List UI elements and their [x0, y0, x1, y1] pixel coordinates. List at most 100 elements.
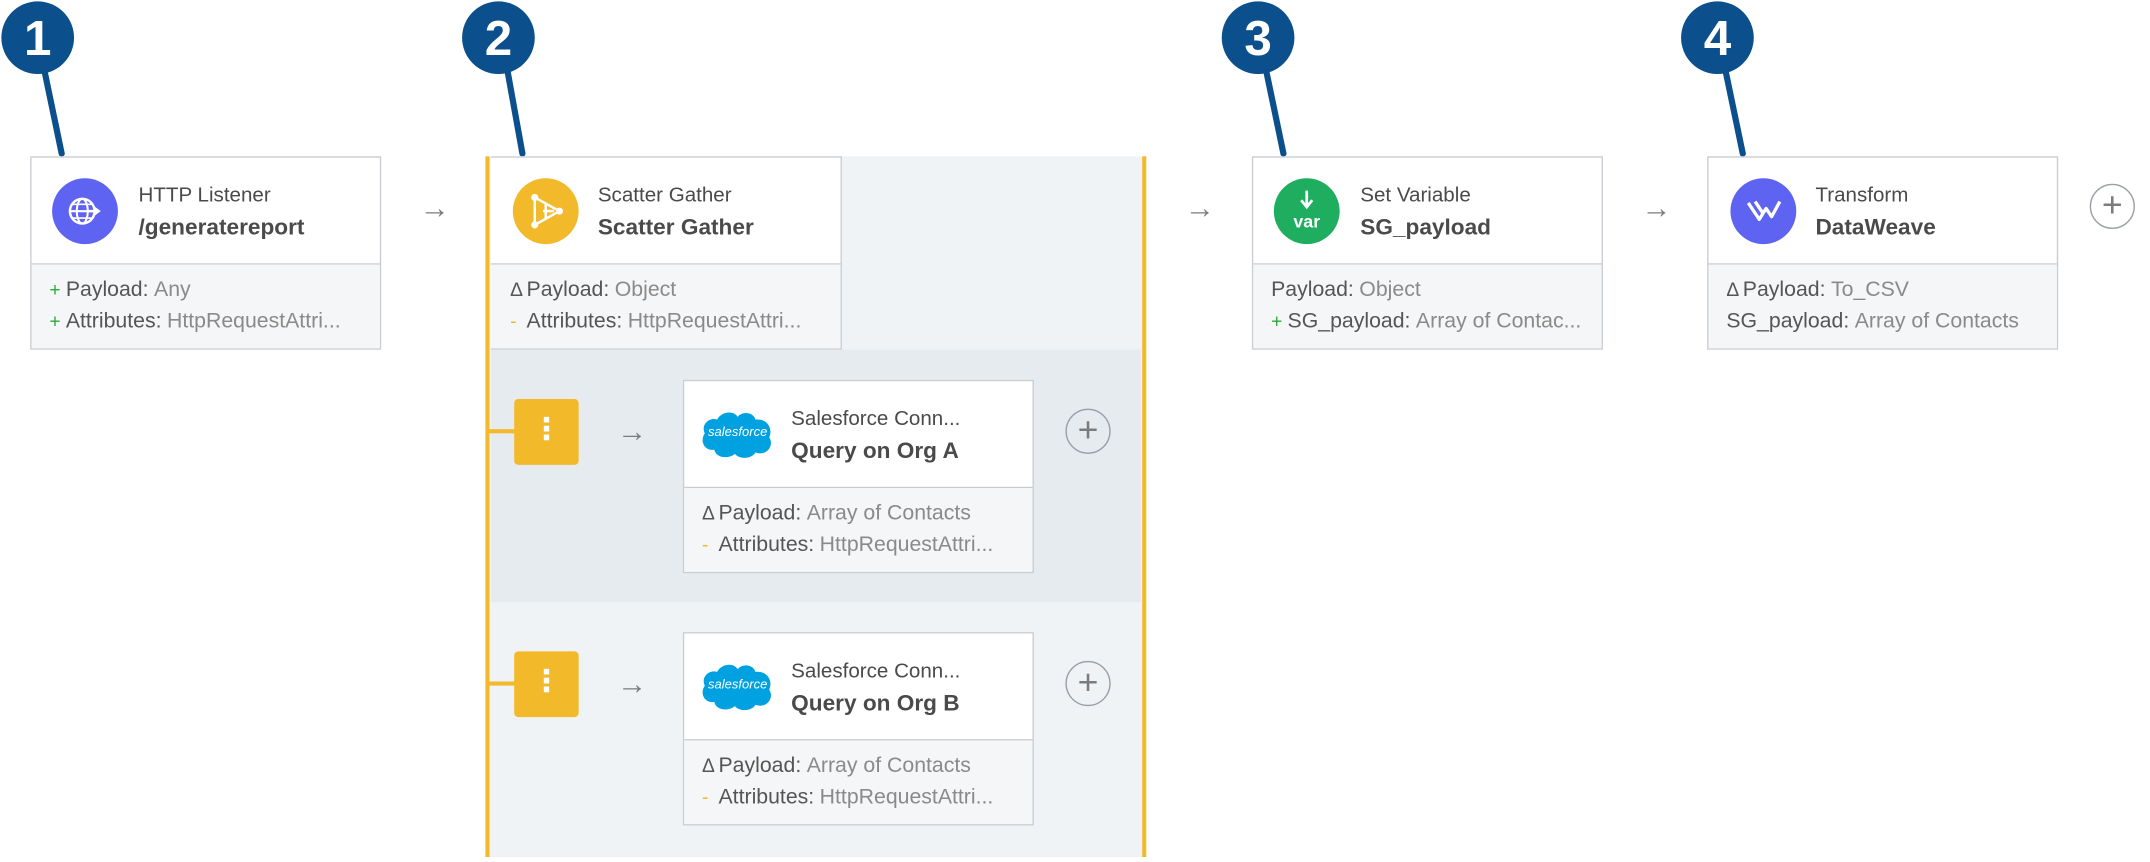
- metadata-value: HttpRequestAttri...: [819, 533, 994, 557]
- metadata-row: +Attributes:HttpRequestAttri...: [49, 310, 378, 342]
- scope-border-left: [485, 156, 490, 858]
- metadata-value: Array of Contacts: [806, 501, 971, 526]
- globe-icon: [52, 178, 118, 245]
- set-variable-card[interactable]: var Set Variable SG_payload Payload:Obje…: [1251, 156, 1603, 350]
- metadata-key: Attributes:: [718, 785, 815, 810]
- route-1-connector: [488, 429, 516, 434]
- http-listener-card[interactable]: HTTP Listener /generatereport +Payload:A…: [30, 156, 382, 350]
- set-variable-header: var Set Variable SG_payload: [1253, 158, 1602, 265]
- scatter-gather-name: Scatter Gather: [597, 215, 754, 240]
- salesforce-query-org-a-header: salesforce Salesforce Conn... Query on O…: [684, 381, 1033, 489]
- route-2-connector: [488, 681, 516, 686]
- metadata-value: Any: [154, 278, 191, 302]
- scatter-gather-type: Scatter Gather: [597, 183, 732, 208]
- route-2-menu-button[interactable]: ⋮: [514, 651, 579, 718]
- metadata-row: Payload:Object: [1271, 278, 1600, 310]
- salesforce-query-org-b-card[interactable]: salesforce Salesforce Conn... Query on O…: [682, 632, 1034, 826]
- salesforce-query-org-b-header: salesforce Salesforce Conn... Query on O…: [684, 633, 1033, 741]
- metadata-key: Payload:: [1271, 278, 1354, 302]
- flow-arrow: →: [419, 190, 450, 225]
- callout-badge-3: 3: [1221, 1, 1295, 75]
- removed-mark: -: [702, 533, 709, 556]
- metadata-key: SG_payload:: [1726, 309, 1850, 334]
- salesforce-query-org-a-name: Query on Org A: [791, 438, 959, 464]
- callout-badge-2: 2: [462, 1, 535, 75]
- callout-badge-1: 1: [1, 1, 75, 75]
- salesforce-logo-text: salesforce: [708, 677, 768, 693]
- add-component-route-1-button[interactable]: +: [1065, 408, 1111, 454]
- flow-arrow: →: [617, 666, 648, 701]
- flow-arrow: →: [1641, 190, 1672, 225]
- route-1-menu-button[interactable]: ⋮: [514, 399, 579, 465]
- metadata-row: -Attributes:HttpRequestAttri...: [702, 786, 1031, 818]
- removed-mark: -: [510, 309, 517, 332]
- set-variable-icon: var: [1273, 178, 1340, 245]
- metadata-value: Object: [614, 278, 677, 302]
- salesforce-logo: salesforce: [701, 661, 775, 720]
- salesforce-logo: salesforce: [701, 409, 775, 468]
- metadata-value: Array of Contac...: [1415, 309, 1582, 334]
- scatter-gather-icon: [512, 178, 579, 245]
- metadata-value: Array of Contacts: [806, 754, 971, 778]
- metadata-value: HttpRequestAttri...: [819, 785, 994, 810]
- added-mark: +: [1271, 309, 1283, 332]
- metadata-value: Array of Contacts: [1854, 309, 2019, 334]
- http-listener-name: /generatereport: [138, 215, 305, 240]
- added-mark: +: [49, 278, 61, 301]
- metadata-key: Attributes:: [65, 309, 162, 334]
- callout-badge-4: 4: [1681, 1, 1754, 75]
- add-component-route-2-button[interactable]: +: [1065, 660, 1111, 707]
- metadata-key: Payload:: [1742, 278, 1826, 302]
- metadata-value: HttpRequestAttri...: [627, 309, 802, 334]
- transform-name: DataWeave: [1815, 215, 1936, 240]
- metadata-value: To_CSV: [1831, 278, 1909, 302]
- salesforce-query-org-a-card[interactable]: salesforce Salesforce Conn... Query on O…: [682, 379, 1034, 574]
- set-variable-icon-text: var: [1293, 211, 1321, 232]
- set-variable-type: Set Variable: [1360, 183, 1471, 208]
- changed-mark: Δ: [510, 278, 523, 301]
- http-listener-metadata: +Payload:Any +Attributes:HttpRequestAttr…: [31, 264, 380, 349]
- metadata-value: Object: [1359, 278, 1421, 302]
- http-listener-header: HTTP Listener /generatereport: [31, 158, 380, 265]
- set-variable-name: SG_payload: [1360, 215, 1492, 240]
- changed-mark: Δ: [702, 501, 715, 524]
- metadata-key: Payload:: [718, 501, 802, 526]
- changed-mark: Δ: [1726, 278, 1740, 301]
- scope-border-right: [1142, 156, 1147, 858]
- dataweave-icon: [1730, 178, 1797, 245]
- metadata-key: Payload:: [526, 278, 610, 302]
- metadata-row: +SG_payload:Array of Contac...: [1271, 310, 1600, 342]
- metadata-key: Payload:: [718, 754, 802, 778]
- salesforce-logo-text: salesforce: [708, 425, 768, 441]
- metadata-key: Payload:: [65, 278, 149, 302]
- salesforce-query-org-b-type: Salesforce Conn...: [791, 659, 961, 683]
- metadata-key: Attributes:: [718, 533, 815, 557]
- flow-arrow: →: [1184, 190, 1215, 225]
- metadata-key: SG_payload:: [1287, 309, 1411, 334]
- http-listener-type: HTTP Listener: [138, 183, 271, 208]
- set-variable-metadata: Payload:Object +SG_payload:Array of Cont…: [1253, 264, 1602, 349]
- added-mark: +: [49, 309, 61, 332]
- changed-mark: Δ: [702, 754, 715, 777]
- transform-header: Transform DataWeave: [1708, 158, 2057, 265]
- metadata-row: +Payload:Any: [49, 278, 378, 310]
- salesforce-query-org-b-name: Query on Org B: [791, 691, 960, 716]
- salesforce-query-org-a-type: Salesforce Conn...: [791, 407, 961, 431]
- add-component-button[interactable]: +: [2089, 183, 2135, 229]
- transform-type: Transform: [1815, 183, 1909, 208]
- metadata-key: Attributes:: [526, 309, 623, 334]
- metadata-row: -Attributes:HttpRequestAttri...: [702, 533, 1031, 565]
- removed-mark: -: [702, 785, 709, 808]
- scatter-gather-header: Scatter Gather Scatter Gather: [490, 158, 841, 265]
- metadata-value: HttpRequestAttri...: [166, 309, 341, 334]
